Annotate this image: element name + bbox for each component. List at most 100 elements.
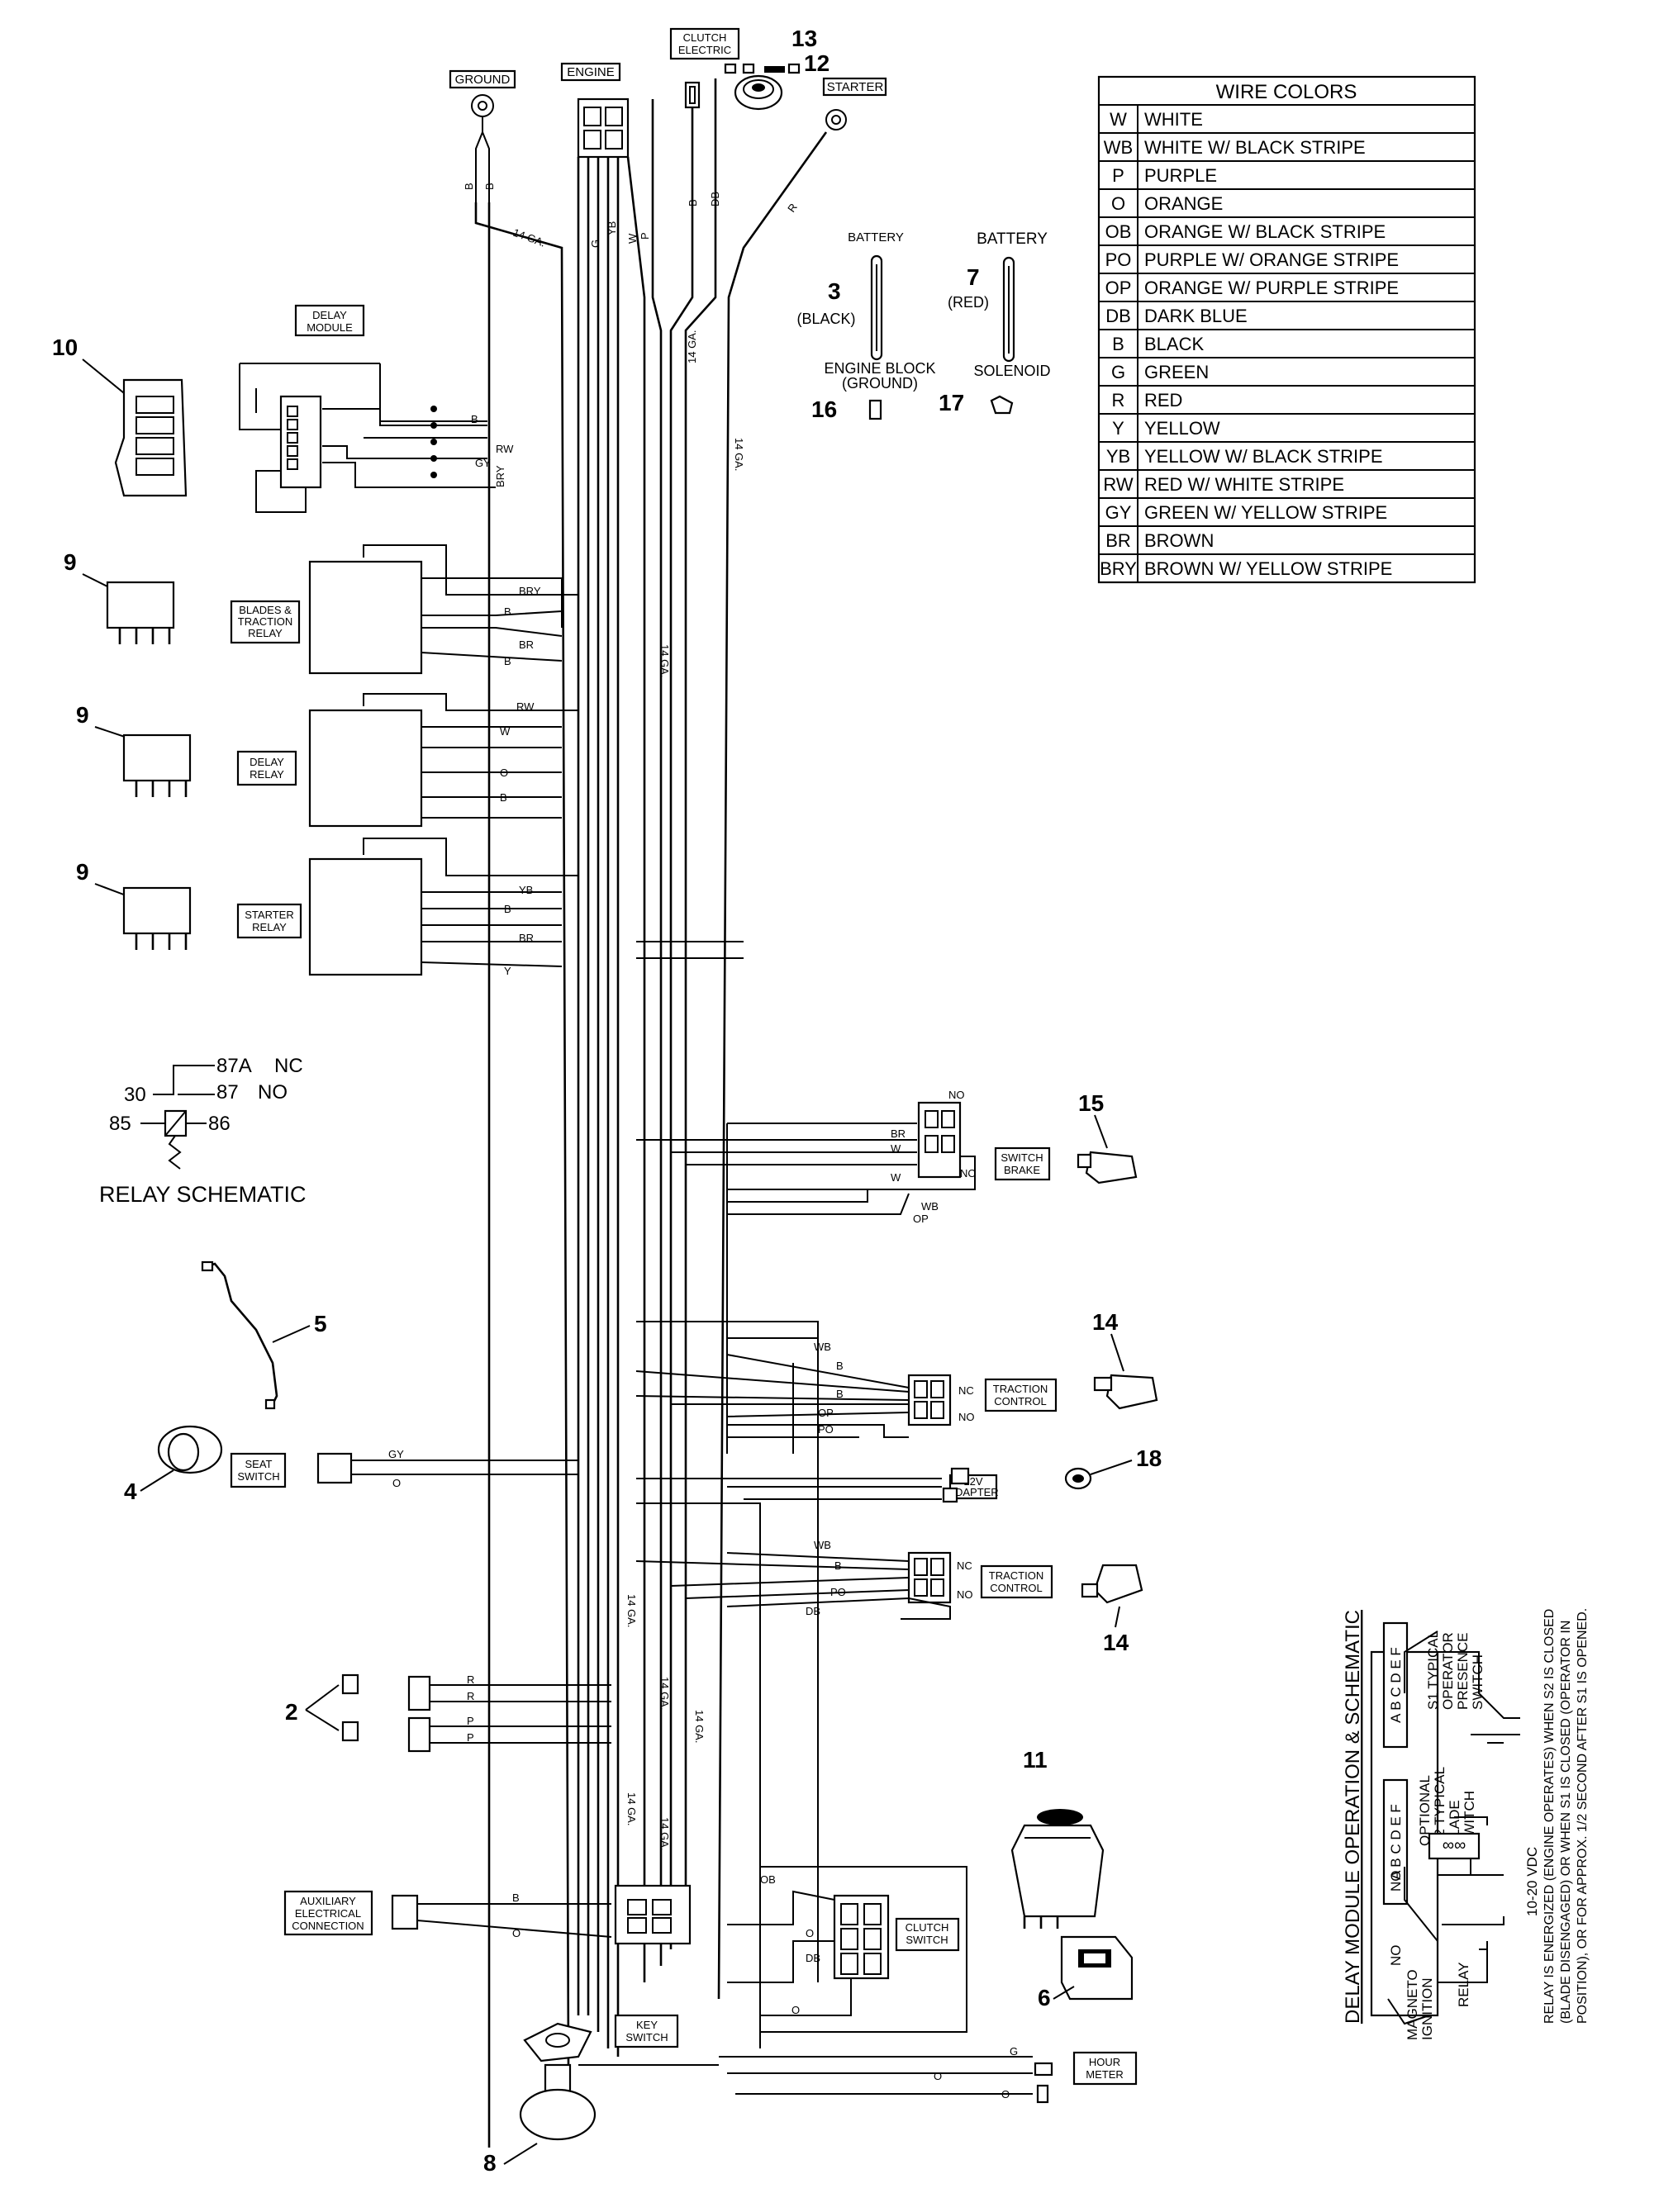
delay-relay: 9 DELAY RELAY RW W O B bbox=[76, 693, 578, 828]
traction-control-lower: TRACTION CONTROL WB B PO DB NC NO 14 bbox=[635, 1539, 1143, 1655]
dms-s1-2: OPERATOR bbox=[1440, 1632, 1456, 1710]
callout-17: 17 bbox=[939, 390, 964, 415]
seat-switch-label-2: SWITCH bbox=[237, 1470, 279, 1483]
wire-color-name: BROWN W/ YELLOW STRIPE bbox=[1144, 558, 1392, 579]
wire-letter-b-2: B bbox=[483, 183, 496, 190]
callout-11: 11 bbox=[1023, 1747, 1048, 1773]
dms-s2-2: S2 TYPICAL bbox=[1432, 1767, 1447, 1846]
wire-letter-p: P bbox=[639, 232, 651, 240]
tcl-no: NO bbox=[957, 1588, 973, 1601]
solenoid-label: SOLENOID bbox=[973, 363, 1050, 379]
wire-color-code: DB bbox=[1105, 306, 1131, 326]
dms-relay: RELAY bbox=[1456, 1963, 1471, 2008]
gauge-label-4: 14 GA. bbox=[658, 644, 671, 677]
aux-label-1: AUXILIARY bbox=[300, 1895, 356, 1907]
callout-4: 4 bbox=[124, 1479, 137, 1504]
dm-wire-b: B bbox=[471, 413, 478, 425]
wire-color-code: OB bbox=[1105, 221, 1132, 242]
seat-switch-label-1: SEAT bbox=[245, 1458, 273, 1470]
wire-color-code: BRY bbox=[1100, 558, 1137, 579]
gauge-label-1: 14 GA. bbox=[511, 226, 547, 249]
wire-color-code: R bbox=[1112, 390, 1125, 411]
gauge-label-7: 14 GA. bbox=[693, 1710, 706, 1743]
relay-schematic-title: RELAY SCHEMATIC bbox=[99, 1182, 307, 1207]
wire-color-code: Y bbox=[1112, 418, 1124, 439]
hm-wire-g: G bbox=[1010, 2045, 1018, 2058]
delay-module-schematic: DELAY MODULE OPERATION & SCHEMATIC A B C… bbox=[1342, 1608, 1590, 2040]
wire-color-code: PO bbox=[1105, 249, 1132, 270]
cs-wire-o: O bbox=[806, 1927, 814, 1939]
tcu-no: NO bbox=[958, 1411, 975, 1423]
hour-meter: HOUR METER G O O bbox=[719, 2045, 1138, 2104]
dms-vdc: 10-20 VDC bbox=[1524, 1847, 1540, 1916]
engine-block-label: ENGINE BLOCK bbox=[824, 360, 935, 377]
item-6-hour-meter: 6 bbox=[1038, 1935, 1134, 2010]
wire-color-code: OP bbox=[1105, 278, 1132, 298]
wire-color-name: YELLOW W/ BLACK STRIPE bbox=[1144, 446, 1383, 467]
dr-wire-rw: RW bbox=[516, 700, 535, 713]
wire-color-code: RW bbox=[1103, 474, 1133, 495]
tcl-wire-po: PO bbox=[830, 1586, 846, 1598]
sb-wire-w: W bbox=[891, 1142, 901, 1155]
clutch-electric-connector: CLUTCH ELECTRIC bbox=[669, 27, 801, 109]
delay-relay-label-1: DELAY bbox=[250, 756, 284, 768]
t2-wire-p2: P bbox=[467, 1731, 474, 1744]
callout-16: 16 bbox=[811, 396, 837, 422]
rs-87a: 87A bbox=[216, 1055, 252, 1077]
callout-5: 5 bbox=[314, 1311, 327, 1336]
blades-relay-label-2: TRACTION bbox=[238, 615, 292, 628]
auxiliary-electrical-connection: AUXILIARY ELECTRICAL CONNECTION B O bbox=[283, 1890, 612, 1939]
dms-s1-4: SWITCH bbox=[1470, 1654, 1485, 1710]
starter-relay-label-1: STARTER bbox=[245, 909, 293, 921]
aux-wire-b: B bbox=[512, 1892, 520, 1904]
wire-letter-yb: YB bbox=[606, 221, 618, 235]
dms-magneto-2: IGNITION bbox=[1419, 1977, 1435, 2040]
callout-3: 3 bbox=[828, 278, 841, 304]
tcu-wire-op: OP bbox=[818, 1407, 834, 1419]
rs-87: 87 bbox=[216, 1081, 239, 1104]
sb-wire-br: BR bbox=[891, 1127, 906, 1140]
key-switch-label-1: KEY bbox=[636, 2019, 658, 2031]
callout-14-b: 14 bbox=[1103, 1630, 1129, 1655]
wire-color-code: O bbox=[1111, 193, 1125, 214]
seat-harness: 5 bbox=[201, 1260, 327, 1410]
terminal-17: 17 bbox=[939, 390, 1014, 415]
clutch-switch-label-1: CLUTCH bbox=[906, 1921, 949, 1934]
sb-wire-op: OP bbox=[913, 1213, 929, 1225]
tc-upper-label-1: TRACTION bbox=[993, 1383, 1048, 1395]
red-label: (RED) bbox=[948, 294, 989, 311]
callout-9-c: 9 bbox=[76, 859, 89, 885]
dms-s1-3: PRESENCE bbox=[1455, 1632, 1471, 1710]
cs-wire-ob: OB bbox=[760, 1873, 776, 1886]
callout-9-b: 9 bbox=[76, 702, 89, 728]
t2-wire-r2: R bbox=[467, 1690, 474, 1702]
gauge-label-6: 14 GA. bbox=[658, 1677, 671, 1710]
wire-color-name: PURPLE W/ ORANGE STRIPE bbox=[1144, 249, 1399, 270]
wire-color-name: WHITE bbox=[1144, 109, 1203, 130]
sb-no-2: NO bbox=[960, 1167, 977, 1180]
delay-module-connector: 10 bbox=[52, 335, 188, 497]
dms-note-3: POSITION), OR FOR APPROX. 1/2 SECOND AFT… bbox=[1576, 1608, 1590, 2024]
key-switch: KEY SWITCH 8 bbox=[483, 1884, 692, 2176]
terminals-2: 2 R R P P bbox=[285, 1673, 611, 1753]
battery-label-2: BATTERY bbox=[977, 230, 1048, 248]
tcl-nc: NC bbox=[957, 1559, 972, 1572]
sr-wire-y: Y bbox=[504, 965, 511, 977]
wire-color-name: GREEN W/ YELLOW STRIPE bbox=[1144, 502, 1387, 523]
rs-85: 85 bbox=[109, 1113, 131, 1135]
tc-upper-label-2: CONTROL bbox=[994, 1395, 1047, 1407]
dr-wire-o: O bbox=[500, 767, 508, 779]
callout-2: 2 bbox=[285, 1699, 298, 1725]
wire-color-code: WB bbox=[1104, 137, 1133, 158]
br-wire-bry: BRY bbox=[519, 585, 541, 597]
engine-block-ground-label: (GROUND) bbox=[842, 375, 918, 392]
br-wire-b: B bbox=[504, 605, 511, 618]
hour-meter-label-1: HOUR bbox=[1089, 2056, 1120, 2068]
gauge-label-2: 14 GA. bbox=[686, 330, 698, 363]
gauge-label-8: 14 GA. bbox=[625, 1792, 638, 1825]
callout-12: 12 bbox=[804, 50, 829, 76]
callout-15: 15 bbox=[1078, 1090, 1104, 1116]
